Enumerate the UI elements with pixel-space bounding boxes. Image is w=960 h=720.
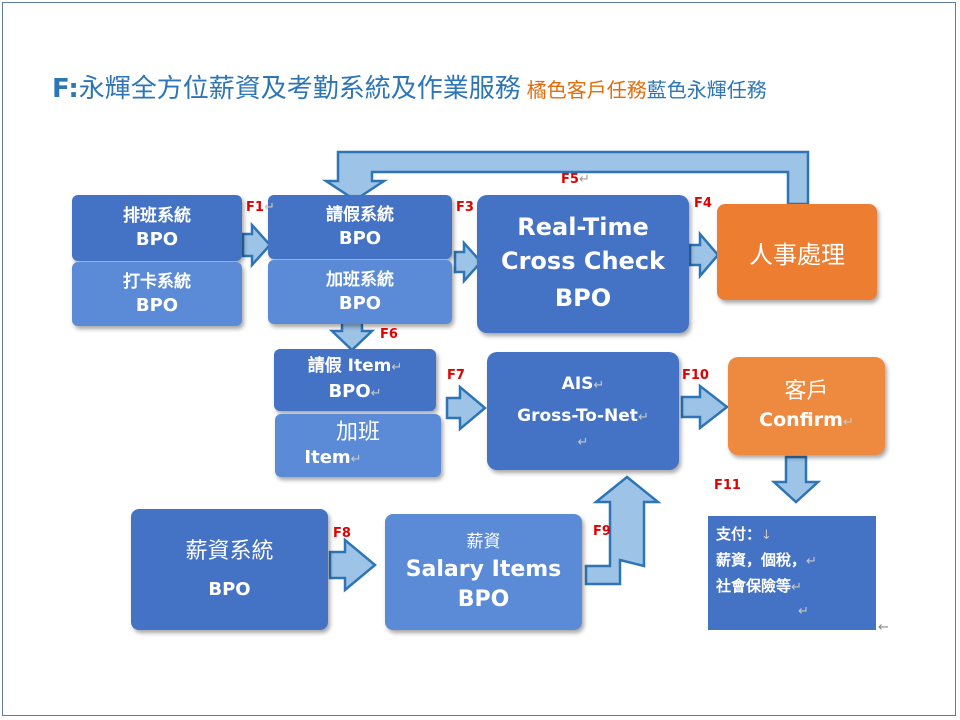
node-hr-label: 人事處理	[749, 240, 845, 269]
node-leave-sub: BPO	[338, 228, 382, 249]
node-payment-mark: ↵	[798, 604, 809, 619]
legend-orange: 橘色客戶任務	[526, 78, 647, 102]
node-overtime-sub: BPO	[338, 293, 382, 314]
flow-label-f9: F9	[593, 524, 611, 539]
flow-label-f4: F4	[694, 196, 712, 211]
node-confirm-label: 客戶	[784, 378, 829, 404]
flow-label-f10: F10	[682, 368, 709, 383]
node-scheduling-label: 排班系統	[123, 206, 191, 226]
node-payment-line1: 支付：↓	[716, 525, 772, 543]
end-mark: ←	[878, 620, 889, 635]
flow-label-f11: F11	[714, 478, 741, 493]
arrow-f6	[328, 320, 376, 352]
node-leave-item-bpo: 請假 Item↵ BPO↵	[274, 349, 436, 411]
node-overtime-item: 加班 Item↵	[275, 414, 441, 477]
arrow-f1	[241, 221, 272, 269]
node-payment-line3: 社會保險等↵	[716, 577, 802, 595]
node-payroll-sub: BPO	[208, 578, 251, 600]
node-ais-gross-to-net: AIS↵ Gross-To-Net↵ ↵	[487, 352, 679, 470]
node-scheduling-sub: BPO	[135, 229, 179, 250]
node-client-confirm: 客戶 Confirm↵	[728, 357, 885, 455]
arrow-f5	[321, 150, 810, 206]
node-overtime-item-label: 加班	[335, 419, 380, 445]
node-overtime-label: 加班系統	[326, 270, 394, 290]
node-overtime-bpo: 加班系統 BPO	[268, 260, 452, 324]
node-realtime-label: Real-Time	[517, 213, 649, 241]
legend-blue: 藍色永輝任務	[646, 78, 767, 102]
node-clock-bpo: 打卡系統 BPO	[72, 262, 242, 326]
node-overtime-item-sub: Item↵	[304, 446, 362, 468]
node-payment: 支付：↓ 薪資，個稅，↵ 社會保險等↵ ↵	[708, 516, 876, 630]
arrow-f4	[688, 230, 720, 280]
node-clock-label: 打卡系統	[123, 272, 191, 292]
node-realtime-label2: Cross Check	[500, 247, 666, 275]
node-leave-label: 請假系統	[326, 205, 394, 225]
title-main: F:永輝全方位薪資及考勤系統及作業服務	[52, 74, 521, 104]
node-ais-sub: Gross-To-Net↵	[517, 406, 649, 426]
arrow-f11	[770, 455, 822, 504]
node-salary-items-sub: BPO	[457, 587, 510, 612]
node-realtime-sub: BPO	[554, 284, 612, 312]
node-realtime-cross-check: Real-Time Cross Check BPO	[477, 195, 689, 333]
node-hr-processing: 人事處理	[717, 204, 877, 300]
flow-label-f1: F1↵	[246, 200, 275, 215]
flow-label-f3: F3	[456, 200, 474, 215]
node-salary-items-bpo: 薪資 Salary Items BPO	[385, 514, 582, 630]
flow-label-f6: F6	[380, 327, 398, 342]
node-payroll-bpo: 薪資系統 BPO	[131, 509, 328, 630]
flow-label-f7: F7	[447, 368, 465, 383]
arrow-f3	[453, 239, 483, 285]
flow-label-f8: F8	[333, 526, 351, 541]
node-leave-item-sub: BPO↵	[328, 381, 382, 402]
arrow-f7	[445, 384, 487, 432]
node-confirm-sub: Confirm↵	[759, 408, 854, 431]
node-clock-sub: BPO	[135, 295, 179, 316]
node-ais-label: AIS↵	[561, 374, 605, 394]
node-payroll-label: 薪資系統	[185, 538, 274, 564]
arrow-f9	[584, 475, 662, 586]
arrow-f10	[680, 383, 730, 431]
node-salary-items-label2: Salary Items	[405, 557, 562, 582]
node-salary-items-label: 薪資	[466, 532, 501, 552]
node-leave-item-label: 請假 Item↵	[307, 356, 403, 376]
node-ais-mark: ↵	[577, 435, 589, 450]
node-leave-bpo: 請假系統 BPO	[268, 195, 452, 259]
slide-title: F:永輝全方位薪資及考勤系統及作業服務橘色客戶任務藍色永輝任務	[52, 68, 767, 105]
node-scheduling-bpo: 排班系統 BPO	[72, 195, 242, 261]
arrow-f8	[328, 537, 377, 593]
node-payment-line2: 薪資，個稅，↵	[716, 551, 817, 569]
flow-label-f5: F5↵	[561, 172, 590, 187]
